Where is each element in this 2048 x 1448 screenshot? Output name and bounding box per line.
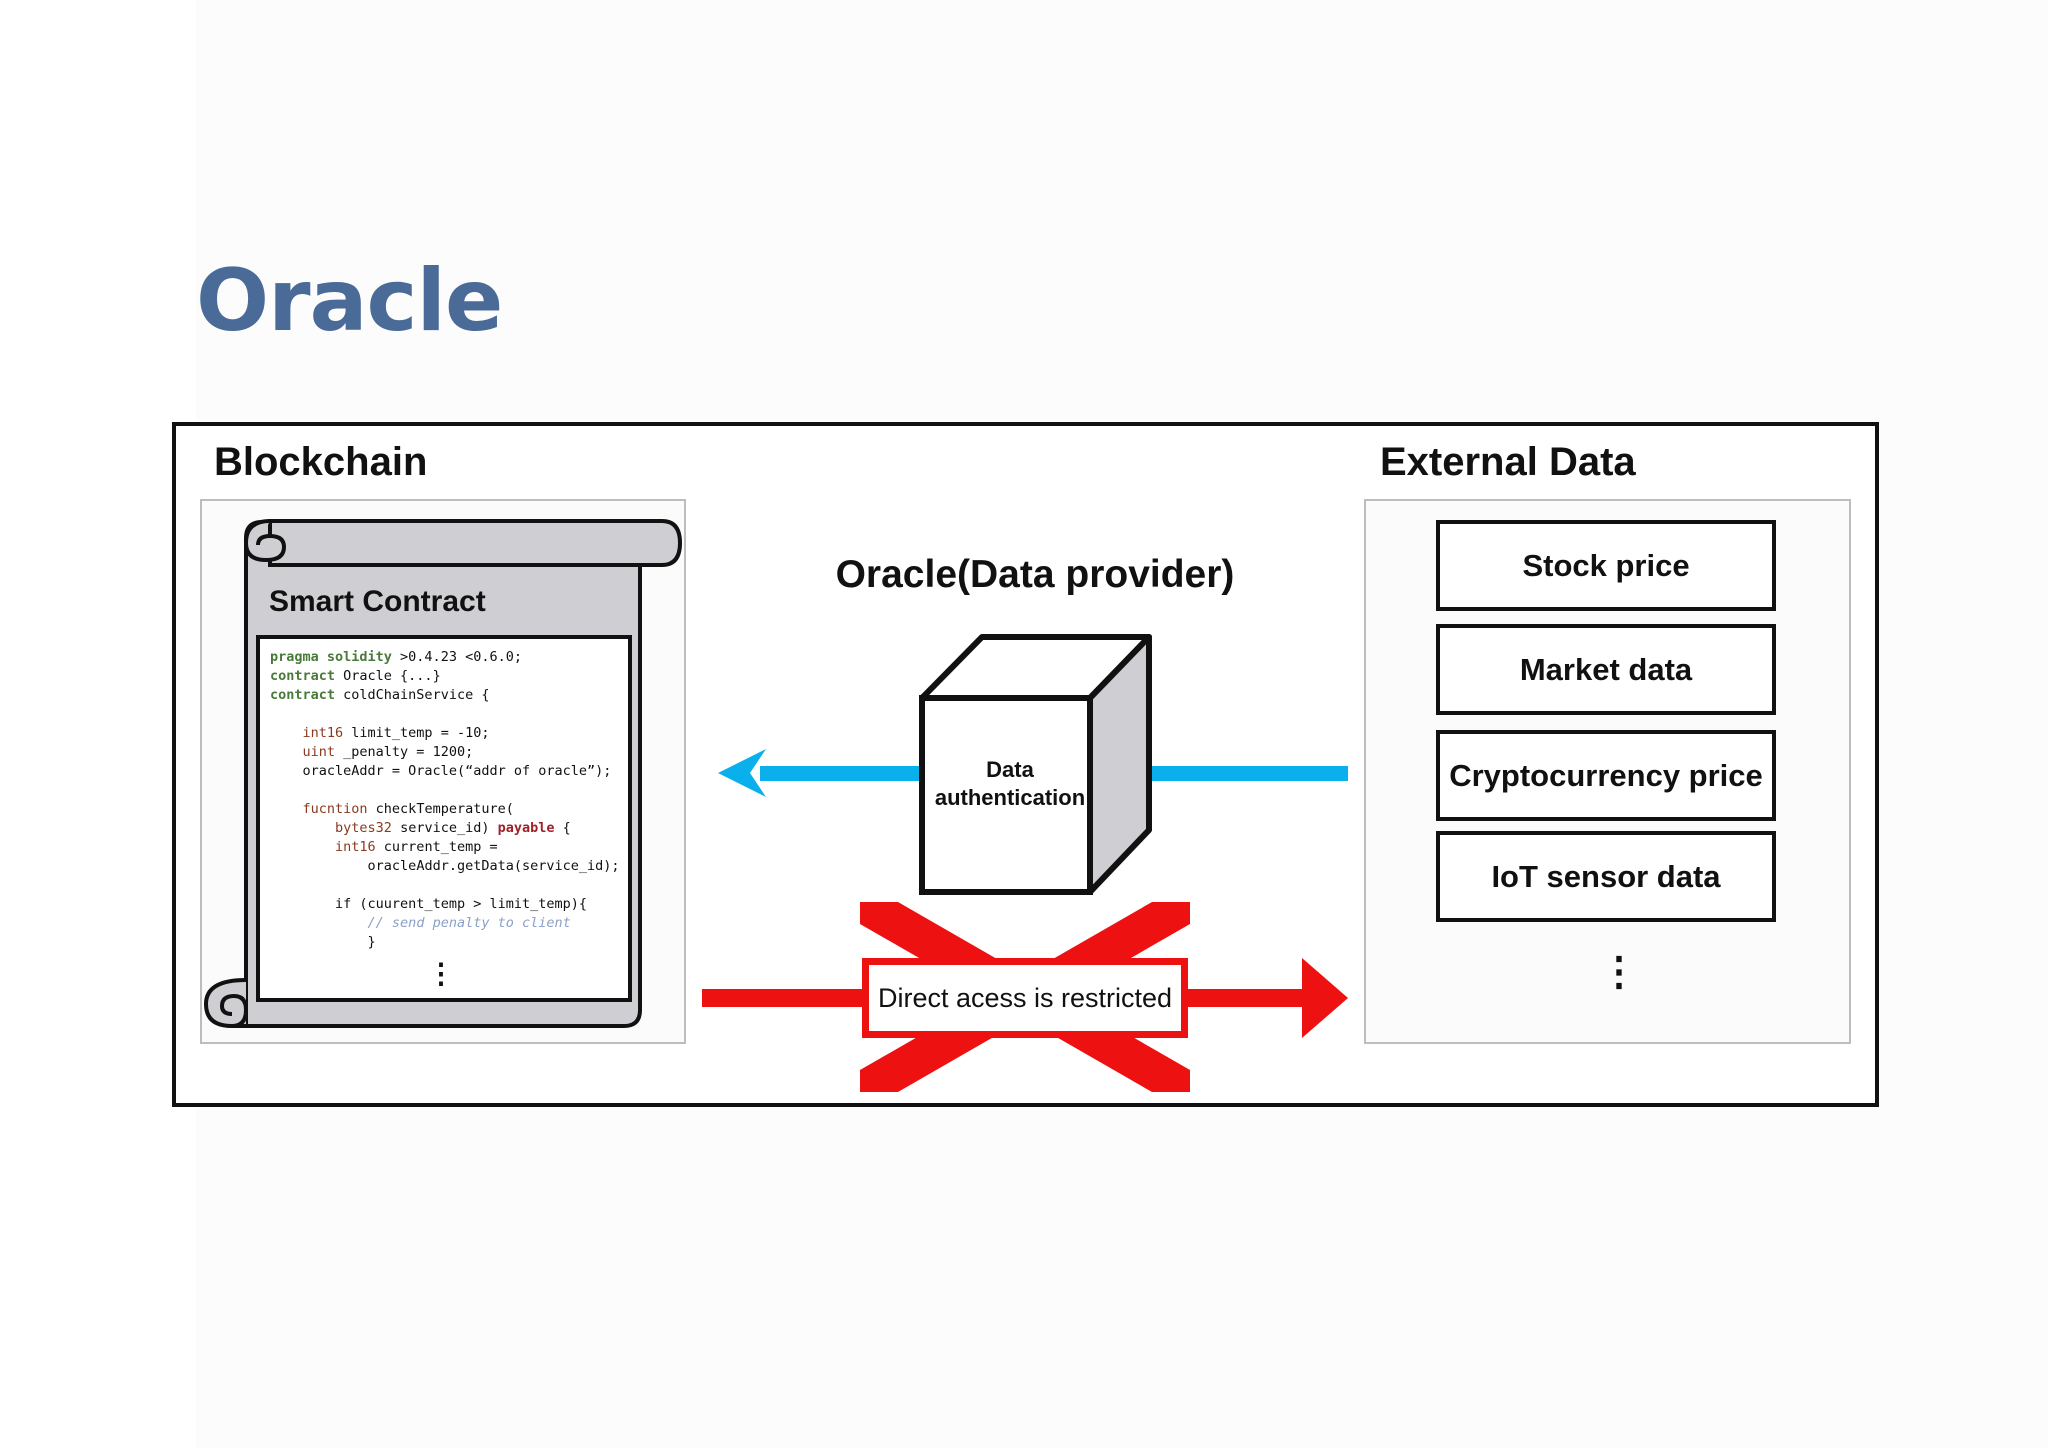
code-line: // send penalty to client xyxy=(367,915,571,931)
code-line: } xyxy=(367,934,376,950)
contract-code: pragma solidity >0.4.23 <0.6.0; contract… xyxy=(270,648,620,952)
restricted-label: Direct acess is restricted xyxy=(877,982,1173,1013)
data-flow-line-right xyxy=(1122,766,1348,781)
cube-label-line1: Data xyxy=(986,757,1034,782)
code-line: contract coldChainService { xyxy=(270,687,490,703)
slide-title: Oracle xyxy=(196,251,503,351)
external-item-label: IoT sensor data xyxy=(1491,858,1721,894)
restricted-box: Direct acess is restricted xyxy=(862,958,1188,1038)
code-line: oracleAddr = Oracle(“addr of oracle”); xyxy=(302,763,612,779)
external-item-market-data: Market data xyxy=(1436,624,1776,715)
smart-contract-label: Smart Contract xyxy=(269,585,486,618)
code-line: pragma solidity >0.4.23 <0.6.0; xyxy=(270,649,522,665)
data-flow-arrow-left xyxy=(718,749,922,797)
code-line: bytes32 service_id) payable { xyxy=(335,820,571,836)
oracle-heading: Oracle(Data provider) xyxy=(835,553,1235,596)
external-item-label: Market data xyxy=(1519,651,1693,687)
code-line: fucntion checkTemperature( xyxy=(302,801,514,817)
blockchain-label: Blockchain xyxy=(214,440,428,484)
external-ellipsis: ⋮ xyxy=(1599,950,1639,994)
code-line: uint _penalty = 1200; xyxy=(302,744,474,760)
cube-label-line2: authentication xyxy=(934,785,1086,810)
external-item-crypto-price: Cryptocurrency price xyxy=(1436,730,1776,821)
code-line: int16 current_temp = xyxy=(335,839,498,855)
external-item-label: Stock price xyxy=(1522,547,1690,583)
oracle-cube-icon xyxy=(919,634,1152,895)
code-line: if (cuurent_temp > limit_temp){ xyxy=(335,896,587,912)
code-line: contract Oracle {...} xyxy=(270,668,441,684)
code-line: int16 limit_temp = -10; xyxy=(302,725,490,741)
external-item-label: Cryptocurrency price xyxy=(1449,757,1763,793)
code-line: oracleAddr.getData(service_id); xyxy=(367,858,620,874)
external-item-stock-price: Stock price xyxy=(1436,520,1776,611)
cube-label: Data authentication xyxy=(926,756,1094,812)
external-item-iot-sensor: IoT sensor data xyxy=(1436,831,1776,922)
external-data-label: External Data xyxy=(1380,440,1636,484)
